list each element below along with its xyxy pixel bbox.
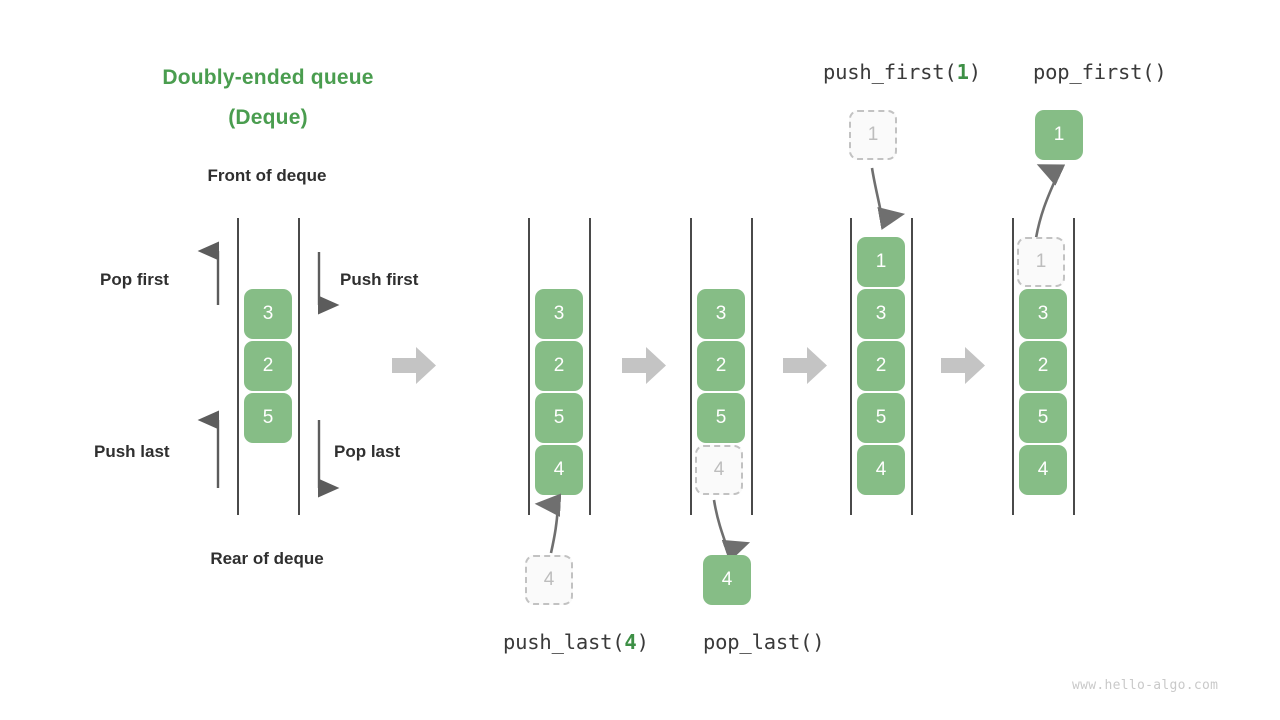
push-first-caption: push_first(1) bbox=[823, 60, 981, 84]
pop-last-label: Pop last bbox=[334, 442, 401, 461]
push-first-arrow bbox=[870, 167, 906, 230]
title-line-1: Doubly-ended queue bbox=[162, 66, 374, 89]
transition-arrow-icon bbox=[783, 347, 827, 384]
deque-rail-right bbox=[589, 218, 591, 515]
push-first-paren: ) bbox=[968, 60, 981, 84]
pop-last-arrow bbox=[712, 499, 751, 562]
overview-side-arrows bbox=[197, 241, 220, 488]
popped-element: 1 bbox=[1035, 110, 1083, 160]
title-line-2: (Deque) bbox=[228, 105, 308, 129]
deque-element: 4 bbox=[857, 445, 905, 495]
deque-element: 3 bbox=[697, 289, 745, 339]
pop-last-caption: pop_last() bbox=[703, 630, 825, 654]
deque-element: 4 bbox=[1019, 445, 1067, 495]
push-last-label: Push last bbox=[94, 442, 170, 461]
deque-element: 2 bbox=[535, 341, 583, 391]
deque-element: 5 bbox=[244, 393, 292, 443]
push-first-fn: push_first( bbox=[823, 60, 957, 84]
pop-first-caption: pop_first() bbox=[1033, 60, 1167, 84]
deque-element: 3 bbox=[1019, 289, 1067, 339]
push-last-fn: push_last( bbox=[503, 630, 625, 654]
front-of-deque-label: Front of deque bbox=[207, 166, 327, 185]
deque-element: 2 bbox=[857, 341, 905, 391]
transition-arrow-icon bbox=[622, 347, 666, 384]
removed-element-ghost: 1 bbox=[1017, 237, 1065, 287]
push-last-arrow bbox=[534, 493, 562, 554]
removed-element-ghost: 4 bbox=[695, 445, 743, 495]
watermark: www.hello-algo.com bbox=[1072, 678, 1219, 693]
transition-arrow-icon bbox=[392, 347, 436, 384]
deque-element: 2 bbox=[697, 341, 745, 391]
deque-element: 3 bbox=[857, 289, 905, 339]
deque-element: 3 bbox=[244, 289, 292, 339]
deque-rail-right bbox=[1073, 218, 1075, 515]
deque-element: 5 bbox=[857, 393, 905, 443]
deque-rail-left bbox=[1012, 218, 1014, 515]
push-last-arg: 4 bbox=[624, 630, 637, 654]
push-last-paren: ) bbox=[636, 630, 649, 654]
push-last-caption: push_last(4) bbox=[503, 630, 649, 654]
deque-rail-left bbox=[850, 218, 852, 515]
deque-rail-left bbox=[528, 218, 530, 515]
deque-rail-right bbox=[298, 218, 300, 515]
pop-first-arrow bbox=[1034, 164, 1066, 239]
push-first-label: Push first bbox=[340, 270, 419, 289]
incoming-element-ghost: 4 bbox=[525, 555, 573, 605]
deque-rail-left bbox=[690, 218, 692, 515]
page-title: Doubly-ended queue (Deque) bbox=[147, 58, 389, 138]
popped-element: 4 bbox=[703, 555, 751, 605]
deque-element-new: 1 bbox=[857, 237, 905, 287]
incoming-element-ghost: 1 bbox=[849, 110, 897, 160]
push-first-arg: 1 bbox=[956, 60, 969, 84]
transition-arrow-icon bbox=[941, 347, 985, 384]
deque-element-new: 4 bbox=[535, 445, 583, 495]
deque-element: 5 bbox=[1019, 393, 1067, 443]
deque-rail-right bbox=[751, 218, 753, 515]
rear-of-deque-label: Rear of deque bbox=[210, 549, 324, 568]
overview-side-arrows-right bbox=[317, 252, 340, 498]
pop-first-label: Pop first bbox=[100, 270, 169, 289]
deque-element: 5 bbox=[697, 393, 745, 443]
deque-element: 2 bbox=[244, 341, 292, 391]
deque-rail-left bbox=[237, 218, 239, 515]
deque-rail-right bbox=[911, 218, 913, 515]
deque-element: 2 bbox=[1019, 341, 1067, 391]
deque-element: 3 bbox=[535, 289, 583, 339]
deque-element: 5 bbox=[535, 393, 583, 443]
